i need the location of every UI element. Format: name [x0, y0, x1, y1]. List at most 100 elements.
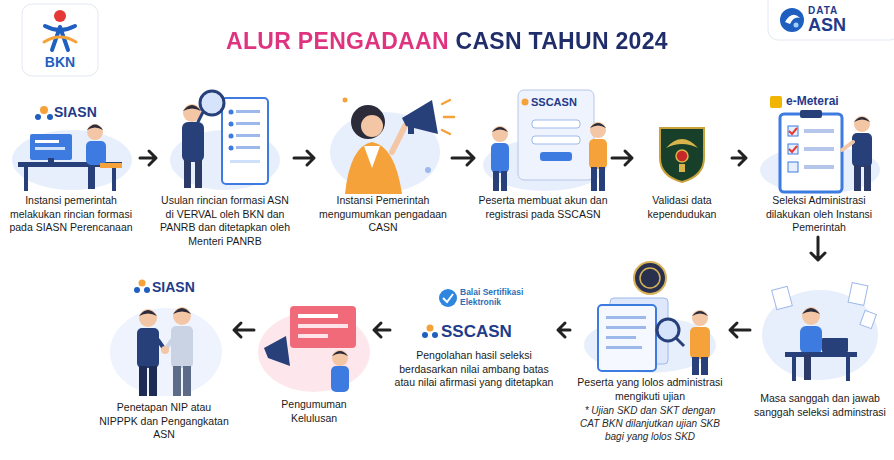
administration-illustration: [788, 162, 798, 172]
proposal-illustration: [229, 146, 234, 151]
planning-illustration: [18, 162, 122, 167]
process-step: Instansi pemerintah melakukan rincian fo…: [4, 80, 138, 235]
administration-illustration: [780, 114, 842, 192]
proposal-illustration: [236, 122, 260, 125]
administration-illustration: [804, 165, 834, 169]
proposal-illustration: [184, 160, 191, 188]
logo-text: BKN: [22, 54, 98, 70]
bkn-logo: [44, 37, 76, 42]
exam-illustration: [606, 346, 642, 349]
exam-illustration: [598, 305, 656, 371]
proposal-illustration: [183, 105, 201, 111]
process-step: Usulan rincian formasi ASN di VERVAL ole…: [158, 80, 292, 249]
data-asn-logo: [780, 8, 804, 32]
logo-text: Balai Sertifikasi Elektronik: [460, 288, 534, 308]
appointment-illustration: [137, 328, 159, 368]
objection-illustration: [792, 357, 796, 381]
step-caption: Pengumuman Kelulusan: [258, 398, 370, 425]
flow-arrow: [732, 151, 746, 165]
bkn-logo: [22, 4, 98, 76]
flow-arrow: [558, 323, 570, 337]
bkn-logo: [54, 10, 66, 22]
registration-illustration: [532, 136, 580, 144]
proposal-illustration: [236, 146, 260, 149]
registration-illustration: [589, 139, 607, 169]
result-illustration: [298, 324, 348, 328]
result-illustration: [332, 350, 348, 366]
appointment-illustration: [110, 308, 222, 396]
processing-illustration: [432, 332, 438, 338]
registration-illustration: [540, 152, 572, 161]
step-note: * Ujian SKD dan SKT dengan CAT BKN dilan…: [574, 404, 726, 443]
announcement-illustration: [442, 100, 454, 134]
exam-illustration: [701, 357, 708, 375]
bkn-logo: [22, 4, 98, 76]
objection-illustration: [860, 310, 876, 328]
proposal-illustration: [170, 91, 280, 190]
step-caption: Validasi data kependudukan: [636, 194, 728, 221]
proposal-illustration: [197, 112, 203, 124]
flow-arrow: [140, 151, 156, 165]
process-step: Validasi data kependudukan: [634, 80, 730, 221]
planning-illustration: [47, 114, 53, 120]
step-caption: Peserta yang lolos administrasi mengikut…: [574, 376, 726, 403]
registration-illustration: [532, 120, 580, 128]
exam-illustration: [676, 338, 684, 346]
garuda-emblem: [660, 128, 704, 182]
process-step: Instansi Pemerintah mengumumkan pengadaa…: [316, 80, 450, 235]
exam-illustration: [584, 262, 716, 375]
step-caption: Instansi Pemerintah mengumumkan pengadaa…: [318, 194, 448, 235]
result-illustration: [290, 306, 356, 348]
proposal-illustration: [229, 110, 234, 115]
step-caption: Pengolahan hasil seleksi berdasarkan nil…: [394, 349, 554, 390]
registration-illustration: [501, 171, 507, 191]
planning-illustration: [12, 130, 132, 190]
data-asn-logo: [785, 15, 800, 24]
logo-text: DATA: [808, 5, 838, 16]
planning-illustration: [87, 125, 103, 131]
administration-illustration: [789, 146, 797, 152]
administration-illustration: [854, 117, 870, 122]
objection-illustration: [800, 326, 822, 354]
administration-illustration: [854, 116, 870, 132]
flow-arrow: [730, 323, 750, 337]
planning-illustration: [35, 140, 59, 143]
administration-illustration: [852, 133, 872, 167]
registration-illustration: [492, 126, 508, 142]
process-step: Peserta yang lolos administrasi mengikut…: [572, 262, 728, 443]
data-asn-logo: [768, 0, 894, 40]
registration-illustration: [483, 90, 607, 191]
result-illustration: [331, 366, 349, 392]
appointment-illustration: [139, 310, 157, 316]
appointment-illustration: [173, 308, 191, 314]
step-caption: Seleksi Administrasi dilakukan oleh Inst…: [750, 194, 888, 235]
administration-illustration: [788, 144, 798, 154]
appointment-illustration: [110, 280, 222, 397]
planning-illustration: [48, 158, 54, 162]
objection-illustration: [804, 354, 811, 380]
appointment-illustration: [173, 307, 191, 325]
administration-illustration: [854, 165, 861, 191]
logo-text: SIASN: [54, 104, 97, 120]
result-illustration: [258, 306, 370, 392]
flow-arrow: [374, 323, 390, 337]
appointment-illustration: [149, 366, 157, 396]
registration-illustration: [590, 123, 606, 128]
administration-illustration: [864, 165, 871, 191]
announcement-illustration: [402, 100, 438, 134]
objection-illustration: [772, 286, 793, 309]
proposal-illustration: [195, 160, 202, 188]
logo-text: SSCASN: [531, 96, 577, 108]
exam-illustration: [690, 327, 710, 359]
proposal-illustration: [229, 134, 234, 139]
planning-illustration: [35, 147, 65, 150]
logo-text: SSCASN: [441, 322, 512, 342]
planning-illustration: [100, 163, 122, 168]
planning-illustration: [40, 106, 48, 114]
objection-illustration: [785, 352, 857, 357]
exam-illustration: [640, 268, 660, 288]
result-illustration: [332, 351, 348, 356]
step-caption: Penetapan NIP atau NIPPPK dan Pengangkat…: [98, 401, 230, 442]
logo-text: ASN: [808, 15, 846, 36]
